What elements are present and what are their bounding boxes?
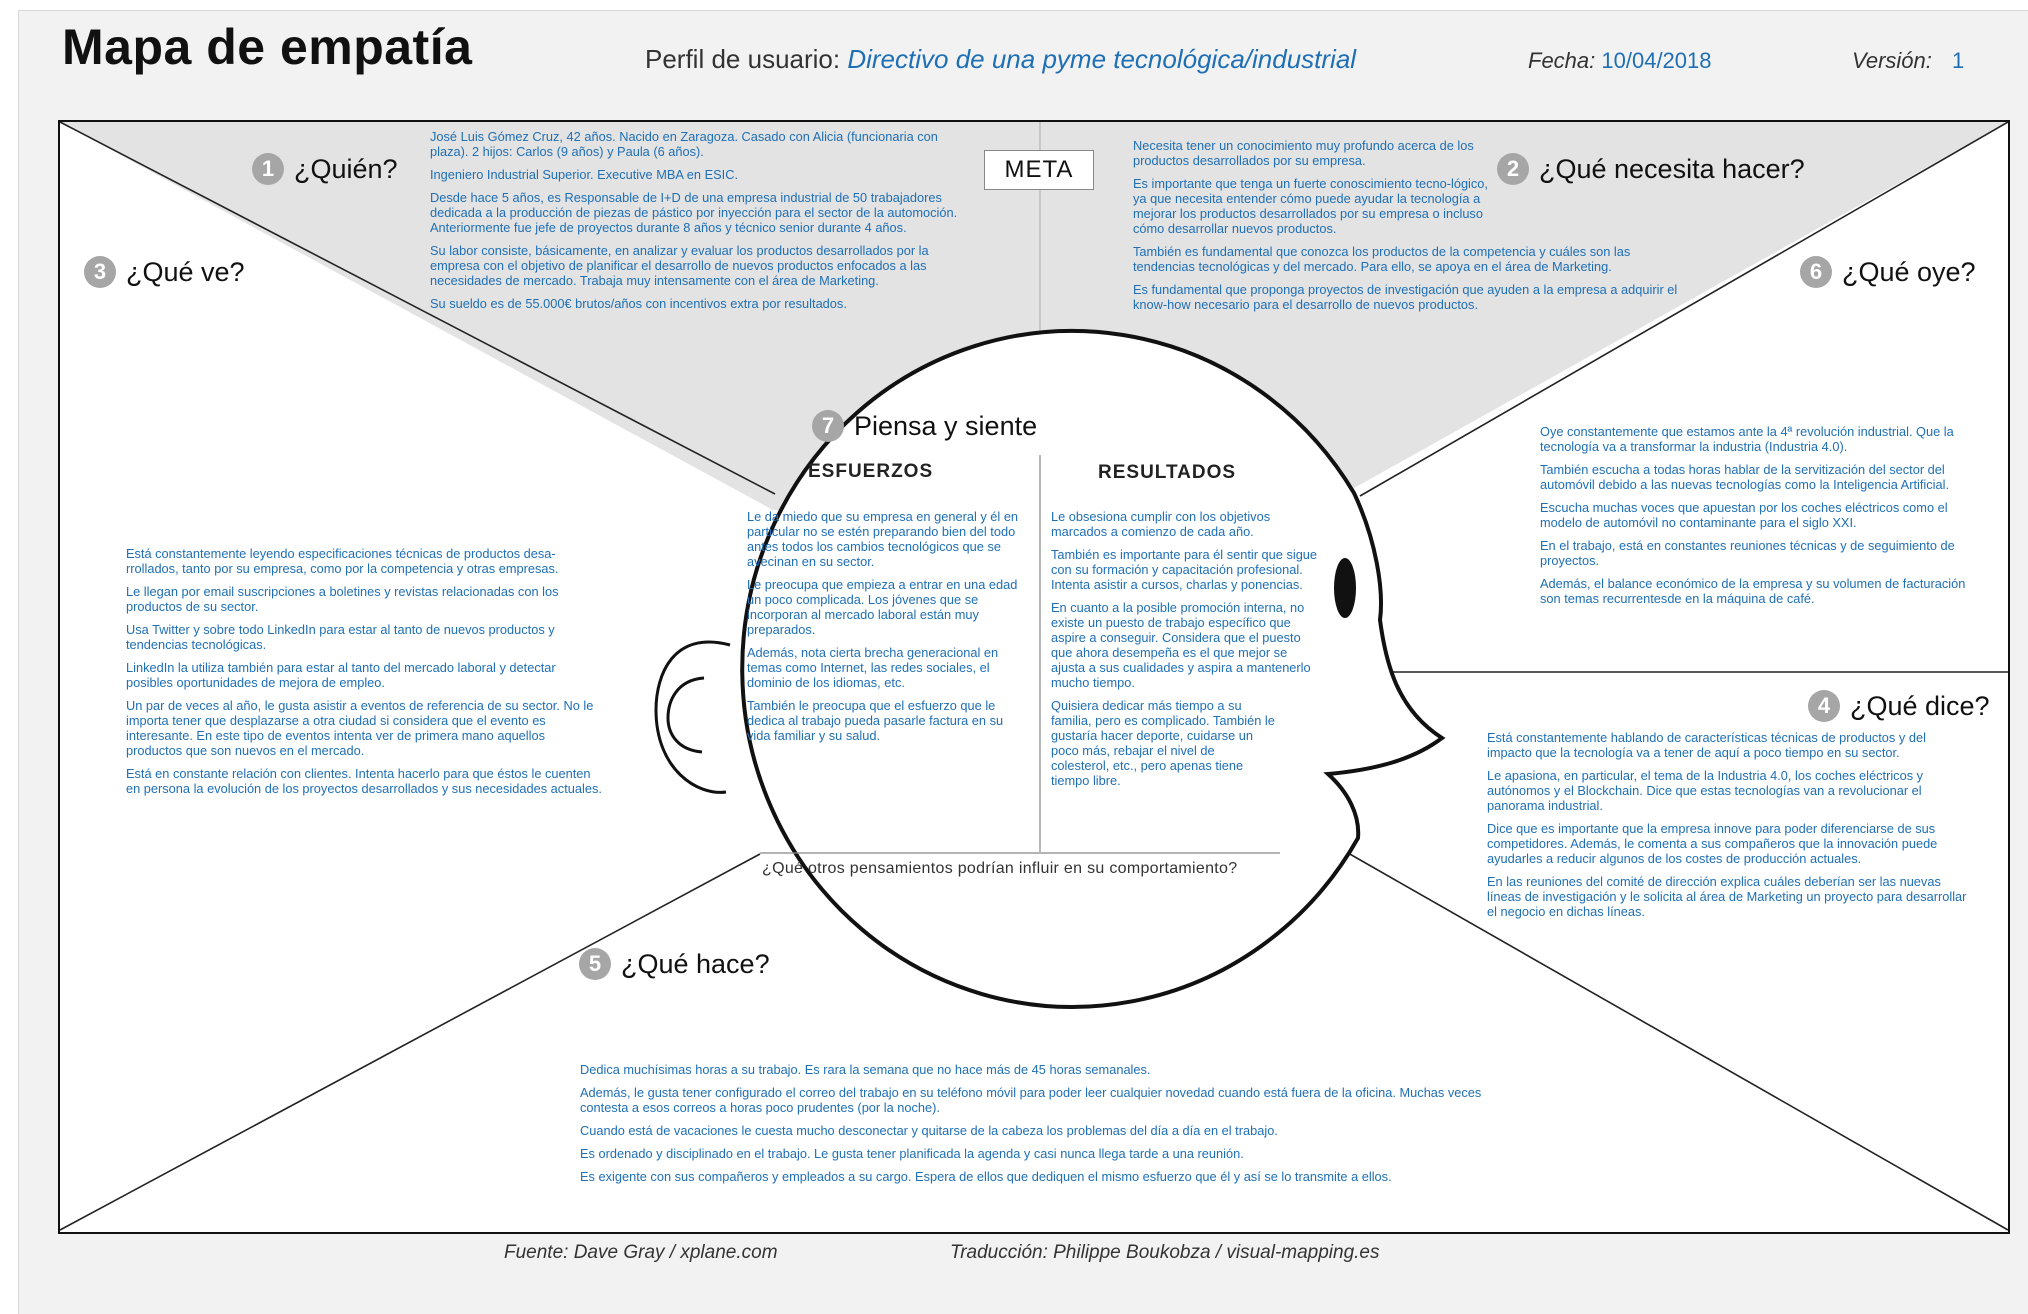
number-badge: 2 bbox=[1497, 153, 1529, 185]
number-badge: 5 bbox=[579, 948, 611, 980]
esfuerzos-label: ESFUERZOS bbox=[808, 461, 934, 482]
paragraph: Su sueldo es de 55.000€ brutos/años con … bbox=[430, 295, 847, 311]
paragraph: También escucha a todas horas hablar de … bbox=[1540, 461, 1950, 492]
top-goal-region bbox=[60, 122, 2008, 510]
version-label: Versión: bbox=[1852, 48, 1932, 73]
profile-label: Perfil de usuario: bbox=[645, 44, 841, 74]
paragraph: Usa Twitter y sobre todo LinkedIn para e… bbox=[126, 621, 555, 652]
esfuerzos-text: Le da miedo que su empresa en general y … bbox=[747, 509, 1027, 752]
paragraph: Es ordenado y disciplinado en el trabajo… bbox=[580, 1145, 1244, 1161]
paragraph: Le obsesiona cumplir con los objetivos m… bbox=[1051, 509, 1271, 539]
paragraph: Es importante que tenga un fuerte conosc… bbox=[1133, 175, 1488, 236]
paragraph: Le preocupa que empieza a entrar en una … bbox=[747, 576, 1018, 637]
diagonal-top-right bbox=[1359, 121, 2009, 497]
section-hace-header: 5 ¿Qué hace? bbox=[579, 948, 770, 980]
diagonal-bottom-left bbox=[59, 853, 761, 1231]
date-field: Fecha: 10/04/2018 bbox=[1528, 48, 1712, 74]
number-badge: 7 bbox=[812, 410, 844, 442]
paragraph: También es fundamental que conozca los p… bbox=[1133, 243, 1631, 274]
paragraph: Cuando está de vacaciones le cuesta much… bbox=[580, 1122, 1278, 1138]
paragraph: También es importante para él sentir que… bbox=[1051, 546, 1318, 592]
paragraph: Además, nota cierta brecha generacional … bbox=[747, 644, 999, 690]
section-necesita-text: Necesita tener un conocimiento muy profu… bbox=[1133, 138, 1679, 321]
paragraph: Está constantemente leyendo especificaci… bbox=[126, 546, 559, 576]
paragraph: Escucha muchas voces que apuestan por lo… bbox=[1540, 499, 1948, 530]
section-quien-header: 1 ¿Quién? bbox=[252, 153, 398, 185]
paragraph: Dedica muchísimas horas a su trabajo. Es… bbox=[580, 1062, 1151, 1077]
paragraph: Está en constante relación con clientes.… bbox=[126, 765, 602, 796]
date-label: Fecha: bbox=[1528, 48, 1596, 73]
section-ve-text: Está constantemente leyendo especificaci… bbox=[126, 546, 604, 805]
resultados-text: Le obsesiona cumplir con los objetivos m… bbox=[1051, 509, 1331, 796]
section-title: ¿Qué oye? bbox=[1842, 256, 1976, 287]
paragraph: En las reuniones del comité de dirección… bbox=[1487, 873, 1967, 919]
empathy-map bbox=[58, 120, 2010, 1234]
user-profile: Perfil de usuario: Directivo de una pyme… bbox=[645, 44, 1356, 75]
section-title: ¿Qué ve? bbox=[126, 256, 245, 287]
paragraph: También le preocupa que el esfuerzo que … bbox=[747, 697, 1004, 743]
paragraph: Le llegan por email suscripciones a bole… bbox=[126, 583, 559, 614]
profile-value: Directivo de una pyme tecnológica/indust… bbox=[847, 44, 1357, 74]
eye bbox=[1334, 558, 1356, 618]
section-quien-text: José Luis Gómez Cruz, 42 años. Nacido en… bbox=[430, 129, 976, 320]
section-piensa-header: 7 Piensa y siente bbox=[812, 410, 1037, 442]
ear-outer bbox=[654, 640, 731, 794]
section-oye-header: 6 ¿Qué oye? bbox=[1800, 256, 1976, 288]
section-necesita-header: 2 ¿Qué necesita hacer? bbox=[1497, 153, 1805, 185]
paragraph: Además, el balance económico de la empre… bbox=[1540, 575, 1966, 606]
resultados-label: RESULTADOS bbox=[1098, 462, 1237, 483]
paragraph: En cuanto a la posible promoción interna… bbox=[1051, 599, 1311, 690]
page-title: Mapa de empatía bbox=[62, 19, 473, 75]
paragraph: Quisiera dedicar más tiempo a su familia… bbox=[1051, 697, 1275, 788]
date-value: 10/04/2018 bbox=[1601, 48, 1712, 73]
section-title: ¿Qué necesita hacer? bbox=[1539, 153, 1805, 184]
number-badge: 1 bbox=[252, 153, 284, 185]
head-silhouette bbox=[740, 329, 1446, 1009]
diagonal-bottom-right bbox=[1340, 848, 2009, 1231]
section-dice-text: Está constantemente hablando de caracter… bbox=[1487, 730, 1973, 928]
paragraph: Dice que es importante que la empresa in… bbox=[1487, 820, 1938, 866]
section-dice-header: 4 ¿Qué dice? bbox=[1808, 690, 1990, 722]
paragraph: Está constantemente hablando de caracter… bbox=[1487, 730, 1926, 760]
paragraph: Le apasiona, en particular, el tema de l… bbox=[1487, 767, 1924, 813]
section-title: ¿Qué hace? bbox=[621, 948, 770, 979]
section-title: ¿Qué dice? bbox=[1850, 690, 1990, 721]
ear-inner bbox=[666, 676, 705, 754]
paragraph: Un par de veces al año, le gusta asistir… bbox=[126, 697, 594, 758]
footer-translation: Traducción: Philippe Boukobza / visual-m… bbox=[950, 1242, 1380, 1263]
paragraph: Desde hace 5 años, es Responsable de I+D… bbox=[430, 189, 958, 235]
section-ve-header: 3 ¿Qué ve? bbox=[84, 256, 245, 288]
paragraph: Es fundamental que proponga proyectos de… bbox=[1133, 281, 1678, 312]
section-hace-text: Dedica muchísimas horas a su trabajo. Es… bbox=[580, 1062, 1510, 1193]
number-badge: 6 bbox=[1800, 256, 1832, 288]
version-field: Versión: 1 bbox=[1852, 48, 1964, 74]
section-oye-text: Oye constantemente que estamos ante la 4… bbox=[1540, 424, 1970, 615]
footer-source: Fuente: Dave Gray / xplane.com bbox=[504, 1242, 778, 1263]
section-title: ¿Quién? bbox=[294, 153, 398, 184]
diagonal-top-left bbox=[59, 121, 776, 495]
paragraph: Es exigente con sus compañeros y emplead… bbox=[580, 1168, 1392, 1184]
paragraph: En el trabajo, está en constantes reunio… bbox=[1540, 537, 1955, 568]
number-badge: 4 bbox=[1808, 690, 1840, 722]
paragraph: Necesita tener un conocimiento muy profu… bbox=[1133, 138, 1474, 168]
paragraph: Oye constantemente que estamos ante la 4… bbox=[1540, 424, 1954, 454]
paragraph: Su labor consiste, básicamente, en anali… bbox=[430, 242, 929, 288]
paragraph: LinkedIn la utiliza también para estar a… bbox=[126, 659, 556, 690]
meta-label-box: META bbox=[984, 150, 1094, 190]
paragraph: Además, le gusta tener configurado el co… bbox=[580, 1084, 1482, 1115]
paragraph: Ingeniero Industrial Superior. Executive… bbox=[430, 166, 738, 182]
number-badge: 3 bbox=[84, 256, 116, 288]
map-frame-graphic bbox=[58, 120, 2010, 1234]
paragraph: José Luis Gómez Cruz, 42 años. Nacido en… bbox=[430, 129, 938, 159]
map-border bbox=[58, 120, 2010, 1234]
paragraph: Le da miedo que su empresa en general y … bbox=[747, 509, 1019, 569]
version-value: 1 bbox=[1952, 48, 1965, 73]
section-title: Piensa y siente bbox=[854, 410, 1038, 441]
thoughts-question: ¿Qué otros pensamientos podrían influir … bbox=[762, 860, 1238, 877]
